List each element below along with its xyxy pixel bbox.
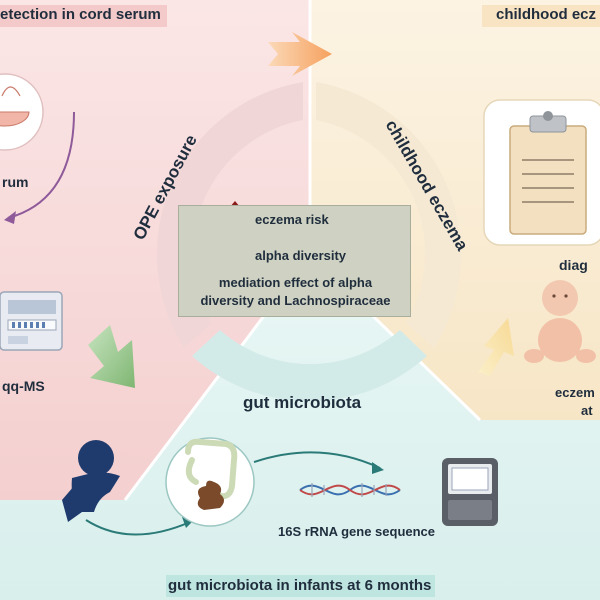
cord-serum-detection-label: etection in cord serum — [0, 5, 167, 27]
ring-microbiota-segment — [192, 330, 427, 402]
yellow-arrow-icon — [478, 318, 514, 376]
mass-spec-instrument-icon — [0, 291, 63, 351]
mediation-line-2: diversity and Lachnospiraceae — [200, 293, 391, 308]
infant-silhouette-icon — [62, 440, 120, 522]
findings-summary-box: eczema risk alpha diversity mediation ef… — [178, 205, 411, 317]
eczema-at-label-2: at — [581, 403, 593, 418]
intestine-illustration — [165, 437, 255, 527]
gut-microbiota-infants-label: gut microbiota in infants at 6 months — [166, 575, 436, 597]
dna-arrow-icon — [253, 451, 381, 469]
sequencer-machine-icon — [442, 458, 498, 526]
green-arrow-icon — [88, 325, 135, 388]
teal-arrow-icon — [85, 519, 191, 536]
mediation-line-1: mediation effect of alpha — [218, 275, 373, 290]
eczema-at-label-1: eczem — [555, 385, 595, 400]
lc-ms-label: qq-MS — [2, 378, 45, 394]
sequence-label: 16S rRNA gene sequence — [278, 524, 436, 539]
ring-eczema-segment — [316, 82, 462, 348]
orange-arrow-icon — [268, 32, 332, 76]
baby-illustration — [524, 280, 596, 363]
childhood-eczema-panel-label: childhood ecz — [482, 5, 600, 27]
purple-arrow-icon — [7, 111, 75, 219]
diagnosis-label: diag — [559, 257, 588, 273]
mediation-effect-text: mediation effect of alpha diversity and … — [179, 274, 412, 310]
dna-helix-icon — [299, 483, 401, 497]
serum-label: rum — [2, 174, 29, 190]
alpha-diversity-text: alpha diversity — [255, 248, 347, 263]
clipboard-icon — [483, 99, 600, 246]
ring-microbiota-label: gut microbiota — [243, 393, 362, 412]
eczema-risk-text: eczema risk — [255, 212, 329, 227]
serum-illustration — [0, 73, 44, 151]
